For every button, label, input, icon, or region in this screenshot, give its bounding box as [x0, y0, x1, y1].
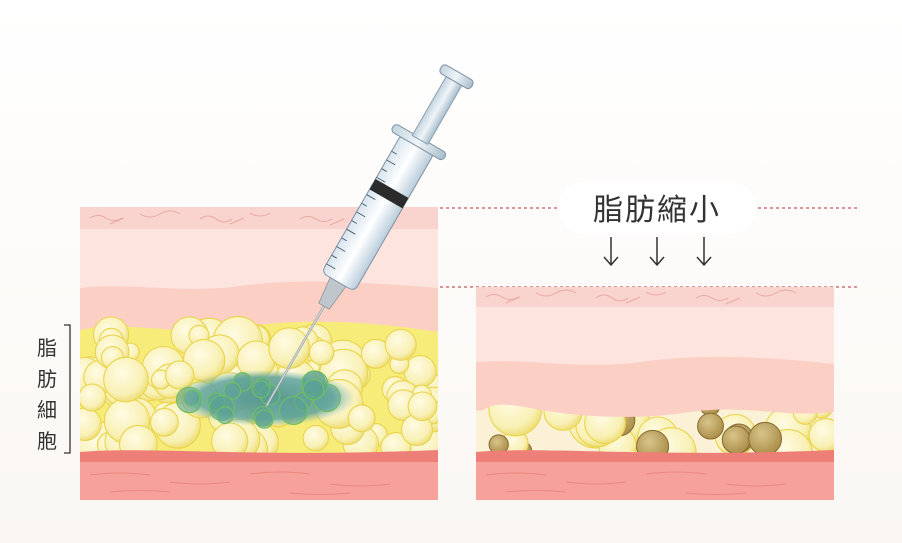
fat-cell [149, 407, 179, 437]
tissue-block-before [80, 207, 438, 500]
injected-fat-cell [254, 409, 274, 429]
muscle-layer [80, 462, 438, 500]
fat-cell [80, 407, 102, 442]
fat-cell [347, 404, 376, 433]
fat-cells-label-char-3: 細 [37, 398, 57, 422]
injected-fat-cell [302, 378, 325, 401]
muscle-layer [476, 462, 834, 500]
fat-shrink-badge [558, 182, 756, 234]
fat-cell [268, 327, 311, 369]
muscle-texture [485, 471, 787, 495]
fat-cells-bracket [64, 324, 71, 454]
injected-fat-cells [175, 370, 342, 429]
down-arrow-icon [649, 237, 665, 267]
injected-fat-cell [216, 406, 234, 425]
down-arrow-icon [696, 237, 712, 267]
fat-cell [302, 424, 330, 452]
fat-cells-label-char-2: 肪 [37, 367, 57, 391]
fat-cell [80, 383, 107, 412]
shrunk-fat-cell [697, 412, 724, 440]
fat-cells-label-char-1: 脂 [37, 336, 57, 360]
epidermis-layer [80, 207, 438, 229]
shrunk-fat-cell [721, 425, 751, 455]
lower-dermis-layer [476, 356, 834, 417]
plunger-rod [411, 75, 463, 146]
fat-cell [808, 418, 834, 453]
plunger-stopper [369, 178, 409, 209]
fat-cell [308, 339, 335, 366]
fat-cell [384, 328, 417, 361]
epidermis-texture [485, 289, 797, 305]
fat-shrink-label: 脂肪縮小 [593, 193, 721, 228]
injected-fat-cell [183, 389, 201, 407]
fat-cell [407, 391, 438, 422]
syringe-icon [265, 64, 474, 407]
tissue-block-after [476, 287, 834, 500]
muscle-texture [89, 471, 391, 495]
dermis-layer [476, 307, 834, 367]
injected-fat-cell [223, 381, 242, 400]
injected-fat-cell [252, 380, 270, 399]
epidermis-layer [476, 287, 834, 307]
fat-cell [103, 356, 149, 403]
plunger-head [439, 64, 474, 90]
shrunk-fat-cell [748, 421, 783, 456]
down-arrow-icon [603, 237, 619, 267]
needle [265, 303, 327, 407]
fat-cells-label-char-4: 胞 [37, 429, 57, 453]
injected-fat-cell [278, 395, 309, 426]
